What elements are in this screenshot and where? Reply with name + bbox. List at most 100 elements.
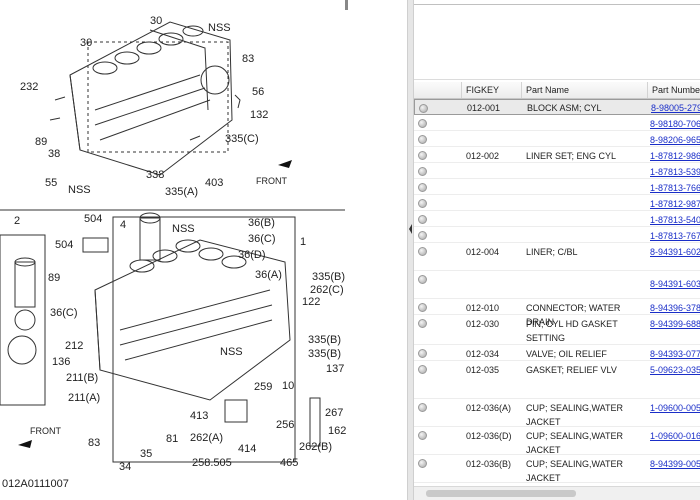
diagram-label: 267: [325, 407, 343, 419]
row-select-icon[interactable]: [418, 275, 427, 284]
diagram-label: NSS: [208, 22, 231, 34]
part-number-link[interactable]: 8-98180-706: [650, 119, 700, 129]
header-part-name[interactable]: Part Name: [522, 82, 648, 98]
diagram-label: 338: [146, 169, 164, 181]
diagram-label: FRONT: [30, 426, 61, 436]
part-number-link[interactable]: 1-09600-016: [650, 431, 700, 441]
row-select-icon[interactable]: [418, 303, 427, 312]
diagram-label: 262(A): [190, 432, 223, 444]
row-select-icon[interactable]: [418, 215, 427, 224]
part-number-link[interactable]: 8-94391-602: [650, 247, 700, 257]
header-figkey[interactable]: FIGKEY: [462, 82, 522, 98]
part-number-link[interactable]: 8-94391-603: [650, 279, 700, 289]
row-select-icon[interactable]: [418, 135, 427, 144]
diagram-label: 262(C): [310, 284, 344, 296]
row-select-icon[interactable]: [418, 119, 427, 128]
cell-figkey: 012-035: [466, 365, 500, 375]
cell-figkey: 012-034: [466, 349, 500, 359]
part-number-link[interactable]: 8-98206-965: [650, 135, 700, 145]
part-number-link[interactable]: 8-94396-378: [650, 303, 700, 313]
part-number-link[interactable]: 1-87813-540: [650, 215, 700, 225]
diagram-label: 256: [276, 419, 294, 431]
diagram-code: 012A0111007: [2, 478, 69, 490]
part-number-link[interactable]: 8-94393-077: [650, 349, 700, 359]
header-part-number[interactable]: Part Number: [648, 82, 700, 98]
diagram-label: 56: [252, 86, 264, 98]
scrollbar-thumb[interactable]: [426, 490, 576, 497]
cell-figkey: 012-036(D): [466, 431, 512, 441]
cell-figkey: 012-030: [466, 319, 500, 329]
cell-part-name: LINER SET; ENG CYL: [526, 151, 617, 161]
part-number-link[interactable]: 1-87813-539: [650, 167, 700, 177]
diagram-label: 34: [119, 461, 131, 473]
row-select-icon[interactable]: [418, 349, 427, 358]
diagram-label: 1: [300, 236, 306, 248]
part-number-link[interactable]: 8-94399-005: [650, 459, 700, 469]
row-select-icon[interactable]: [419, 104, 428, 113]
row-select-icon[interactable]: [418, 151, 427, 160]
diagram-label: 36(C): [248, 233, 276, 245]
table-row[interactable]: 1-87813-767: [414, 227, 700, 243]
diagram-label: 465: [280, 457, 298, 469]
table-row[interactable]: 012-034 VALVE; OIL RELIEF 8-94393-077: [414, 345, 700, 361]
table-row[interactable]: 1-87813-540: [414, 211, 700, 227]
table-row[interactable]: 1-87813-539: [414, 163, 700, 179]
diagram-label: 403: [205, 177, 223, 189]
collapse-left-icon[interactable]: [408, 222, 413, 236]
pane-splitter[interactable]: [407, 0, 414, 500]
row-select-icon[interactable]: [418, 319, 427, 328]
cell-part-name: BLOCK ASM; CYL: [527, 103, 602, 113]
row-select-icon[interactable]: [418, 247, 427, 256]
header-select: [414, 82, 462, 98]
part-number-link[interactable]: 8-98005-279: [651, 103, 700, 113]
table-row[interactable]: 1-87812-987: [414, 195, 700, 211]
diagram-label: 4: [120, 219, 126, 231]
row-select-icon[interactable]: [418, 365, 427, 374]
cell-part-name: CUP; SEALING,WATER JACKET: [526, 459, 624, 483]
diagram-label: 137: [326, 363, 344, 375]
diagram-label: NSS: [172, 223, 195, 235]
part-number-link[interactable]: 1-87812-986: [650, 151, 700, 161]
row-select-icon[interactable]: [418, 199, 427, 208]
horizontal-scrollbar[interactable]: [414, 486, 700, 500]
part-number-link[interactable]: 8-94399-688: [650, 319, 700, 329]
row-select-icon[interactable]: [418, 459, 427, 468]
diagram-label: 35: [140, 448, 152, 460]
diagram-label: 504: [84, 213, 102, 225]
diagram-label: NSS: [220, 346, 243, 358]
diagram-label: 335(B): [312, 271, 345, 283]
table-row[interactable]: 1-87813-766: [414, 179, 700, 195]
table-row[interactable]: 8-98206-965: [414, 131, 700, 147]
table-row[interactable]: 8-94391-603: [414, 271, 700, 299]
cell-part-name: VALVE; OIL RELIEF: [526, 349, 607, 359]
row-select-icon[interactable]: [418, 183, 427, 192]
diagram-label: 212: [65, 340, 83, 352]
row-select-icon[interactable]: [418, 431, 427, 440]
part-number-link[interactable]: 1-87813-766: [650, 183, 700, 193]
cell-figkey: 012-010: [466, 303, 500, 313]
row-select-icon[interactable]: [418, 403, 427, 412]
part-number-link[interactable]: 1-87812-987: [650, 199, 700, 209]
diagram-label: 10: [282, 380, 294, 392]
diagram-label: 55: [45, 177, 57, 189]
part-number-link[interactable]: 1-87813-767: [650, 231, 700, 241]
table-row[interactable]: 8-98180-706: [414, 115, 700, 131]
diagram-label: FRONT: [256, 176, 287, 186]
row-select-icon[interactable]: [418, 167, 427, 176]
part-number-link[interactable]: 1-09600-005: [650, 403, 700, 413]
diagram-label: 36(A): [255, 269, 282, 281]
part-number-link[interactable]: 5-09623-035: [650, 365, 700, 375]
diagram-label: 83: [88, 437, 100, 449]
diagram-label: 83: [242, 53, 254, 65]
row-select-icon[interactable]: [418, 231, 427, 240]
